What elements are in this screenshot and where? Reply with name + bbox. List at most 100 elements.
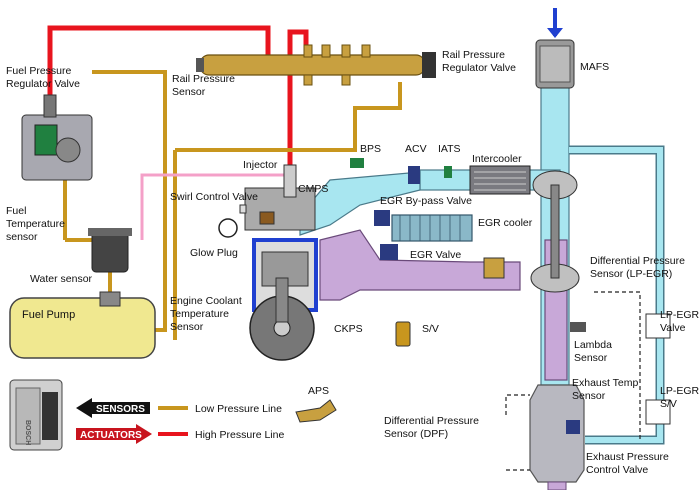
label-ect-2: Temperature [170,308,229,320]
label-intercooler: Intercooler [472,153,522,165]
egr-valve-body [380,244,398,260]
connecting-rod [275,277,289,323]
pump-valve-block [34,124,58,156]
label-exhaust-temp-2: Sensor [572,390,606,402]
iats-body [444,166,452,178]
swirl-gauge [218,218,238,238]
intercooler [469,165,531,195]
label-fuel-temperature-1: Fuel [6,205,26,217]
exhaust-outlet [547,481,567,490]
label-rail-pressure-regulator-1: Rail Pressure [442,49,505,61]
label-diff-lp-egr-2: Sensor (LP-EGR) [590,268,672,280]
low-pressure-line-return [175,82,402,152]
label-egr-cooler: EGR cooler [478,217,533,229]
label-fuel-pressure-regulator-1: Fuel Pressure [6,65,72,77]
label-rail-pressure-regulator-2: Regulator Valve [442,62,516,74]
tank-body [9,297,156,359]
label-rail-pressure-sensor-1: Rail Pressure [172,73,235,85]
fuel-filter [88,228,132,273]
label-fuel-pressure-regulator-2: Regulator Valve [6,78,80,90]
glow-plug-body [239,204,247,214]
label-exhaust-pressure-2: Control Valve [586,464,648,476]
legend-actuators: ACTUATORS [80,430,142,441]
ecu-panel [15,387,41,445]
dpf-diff-link [505,394,530,415]
fuel-tank [9,291,156,359]
label-water-sensor: Water sensor [30,273,93,285]
engine [218,164,318,361]
pump-outlet [43,94,57,118]
label-bps: BPS [360,143,381,155]
low-pressure-line-a [92,70,167,332]
cylinder-head [244,187,316,231]
label-injector: Injector [243,159,278,171]
label-fuel-temperature-3: sensor [6,231,38,243]
turbocharger [530,170,580,293]
filter-body [91,231,129,273]
label-egr-valve: EGR Valve [410,249,461,261]
filter-cap [88,228,132,236]
label-lp-egr-sv-2: S/V [660,398,677,410]
aps-pedal [295,399,337,423]
injector-body [283,164,297,198]
exhaust-manifold [319,229,521,301]
sv-body [395,321,411,347]
legend-sensors: SENSORS [96,404,145,415]
pump-drive [55,137,81,163]
label-diff-dpf-2: Sensor (DPF) [384,428,448,440]
exhaust-pressure-valve-body [566,420,580,434]
bps-body [350,158,364,168]
legend: BOSCH SENSORS ACTUATORS Low Pressure Lin… [9,379,284,451]
component-labels: Fuel Pressure Regulator Valve Rail Press… [6,49,699,476]
common-rail [196,44,436,86]
intake-arrow-head [547,28,563,38]
label-mafs: MAFS [580,61,609,73]
label-ect-1: Engine Coolant [170,295,242,307]
mafs-sensor [535,8,575,89]
swirl-valve-actuator [259,211,275,225]
label-exhaust-temp-1: Exhaust Temp [572,377,639,389]
label-diff-dpf-1: Differential Pressure [384,415,479,427]
lp-egr-diff-sensor-body [483,257,505,279]
components [239,158,671,434]
mafs-inner [539,45,571,83]
rail-pressure-sensor-body [196,58,204,72]
sensors-arrow [76,398,150,418]
label-glow-plug: Glow Plug [190,247,238,259]
label-ckps: CKPS [334,323,363,335]
high-pressure-line-pump-to-rail [47,25,271,95]
actuators-arrow [76,424,152,444]
legend-low-pressure: Low Pressure Line [195,403,282,415]
label-diff-lp-egr-1: Differential Pressure [590,255,685,267]
acv-body [408,166,420,184]
label-egr-bypass-valve: EGR By-pass Valve [380,195,472,207]
label-lambda-2: Sensor [574,352,608,364]
egr-cooler-body [391,214,473,242]
label-lp-egr-valve-2: Valve [660,322,686,334]
label-lp-egr-valve-1: LP-EGR [660,309,699,321]
label-lp-egr-sv-1: LP-EGR [660,385,699,397]
label-iats: IATS [438,143,461,155]
sensor-links [505,291,641,471]
label-sv: S/V [422,323,439,335]
turbo-shaft [550,184,560,279]
label-ect-3: Sensor [170,321,204,333]
tank-pump-head [99,291,121,307]
label-lambda-1: Lambda [574,339,612,351]
rail-pressure-regulator-body [422,52,436,78]
label-aps: APS [308,385,329,397]
injector-return-line [140,173,290,240]
label-fuel-pump: Fuel Pump [22,309,75,321]
legend-high-pressure: High Pressure Line [195,429,284,441]
high-pressure-line-rail-to-injector [287,29,309,60]
lp-egr-sv-body [645,399,671,425]
lp-egr-diff-link [594,291,641,440]
label-rail-pressure-sensor-2: Sensor [172,86,206,98]
lp-egr-valve-body [645,313,671,339]
dpf-body [529,384,585,483]
intake-arrow-shaft [553,8,557,36]
label-fuel-temperature-2: Temperature [6,218,65,230]
ecu-brand: BOSCH [24,420,31,445]
label-cmps: CMPS [298,183,328,195]
